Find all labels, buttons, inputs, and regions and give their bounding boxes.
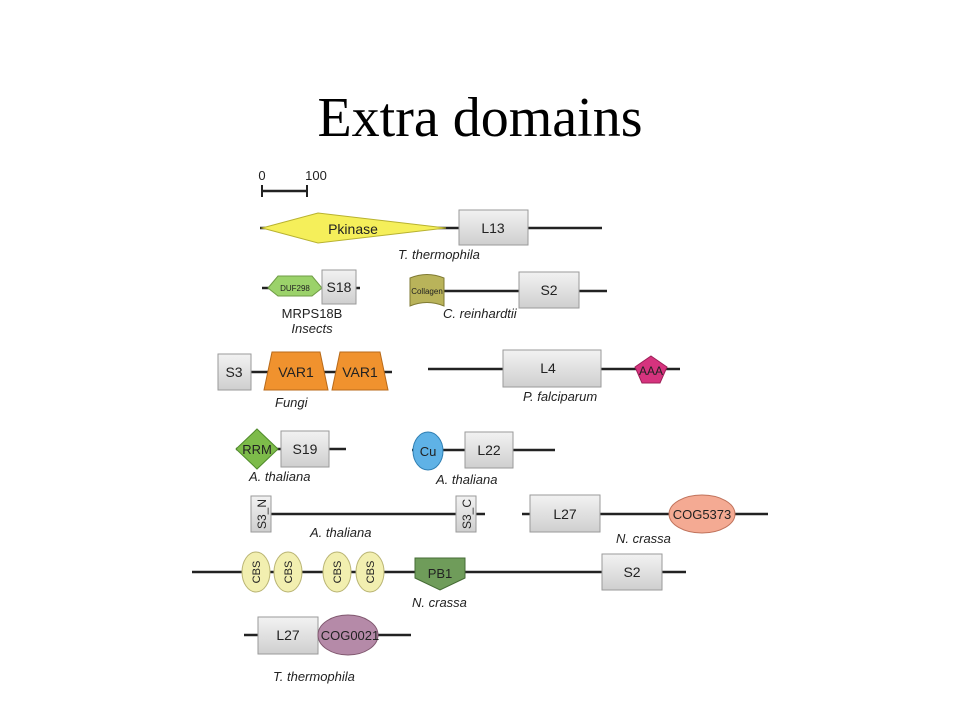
species-label: Insects bbox=[291, 321, 333, 336]
cbs-domain-4 bbox=[355, 551, 385, 593]
pb1-label: PB1 bbox=[428, 566, 453, 581]
cbs-label-3: CBS bbox=[332, 561, 344, 584]
cu-domain bbox=[412, 431, 444, 471]
s2-label: S2 bbox=[623, 564, 640, 580]
row5-a-thaliana-s3: S3_N S3_C A. thaliana bbox=[250, 495, 485, 540]
duf298-label: DUF298 bbox=[280, 284, 310, 293]
row2-c-reinhardtii-s2: Collagen S2 C. reinhardtii bbox=[409, 271, 607, 321]
s18-box bbox=[321, 269, 357, 305]
species-label: P. falciparum bbox=[523, 389, 597, 404]
row7-t-thermophila-l27: L27 COG0021 T. thermophila bbox=[244, 614, 411, 684]
s3c-label: S3_C bbox=[460, 499, 474, 529]
l13-label: L13 bbox=[481, 220, 505, 236]
s2-box bbox=[518, 271, 580, 309]
species-label: A. thaliana bbox=[248, 469, 310, 484]
s19-box bbox=[280, 430, 330, 468]
scale-end-label: 100 bbox=[305, 168, 327, 183]
cbs-domain-3 bbox=[322, 551, 352, 593]
aaa-label: AAA bbox=[639, 364, 663, 378]
row3-p-falciparum-l4: L4 AAA P. falciparum bbox=[428, 349, 680, 404]
l4-label: L4 bbox=[540, 360, 556, 376]
s3n-box bbox=[250, 495, 272, 533]
l22-box bbox=[464, 431, 514, 469]
l4-box bbox=[502, 349, 602, 388]
species-label: Fungi bbox=[275, 395, 309, 410]
cog5373-domain bbox=[668, 494, 736, 534]
l27-box bbox=[257, 616, 319, 655]
cbs-domain-2 bbox=[273, 551, 303, 593]
species-label: N. crassa bbox=[412, 595, 467, 610]
var1-label-1: VAR1 bbox=[278, 364, 314, 380]
s3c-box bbox=[455, 495, 477, 533]
slide-title: Extra domains bbox=[317, 87, 643, 149]
var1-label-2: VAR1 bbox=[342, 364, 378, 380]
cbs-label-1: CBS bbox=[251, 561, 263, 584]
cog0021-label: COG0021 bbox=[321, 628, 380, 643]
scale-bar: 0 100 bbox=[258, 168, 327, 197]
s2-label: S2 bbox=[540, 282, 557, 298]
species-label: T. thermophila bbox=[273, 669, 355, 684]
l27-label: L27 bbox=[553, 506, 577, 522]
s3n-label: S3_N bbox=[255, 499, 269, 529]
l13-box bbox=[458, 209, 529, 246]
l27-label: L27 bbox=[276, 627, 300, 643]
row6-n-crassa-s2: CBS CBS CBS CBS PB1 S2 N. crassa bbox=[192, 551, 686, 610]
cbs-label-2: CBS bbox=[283, 561, 295, 584]
collagen-domain bbox=[409, 274, 445, 307]
l27-box bbox=[529, 494, 601, 533]
pb1-domain bbox=[414, 557, 466, 591]
aaa-domain bbox=[634, 355, 668, 384]
s2-box bbox=[601, 553, 663, 591]
var1-domain-2 bbox=[331, 351, 389, 391]
row2-insects-s18: DUF298 S18 MRPS18B Insects bbox=[262, 269, 360, 336]
s3-label: S3 bbox=[225, 364, 242, 380]
row1-t-thermophila-l13: Pkinase L13 T. thermophila bbox=[260, 209, 602, 262]
scale-start-label: 0 bbox=[258, 168, 265, 183]
s3-box bbox=[217, 353, 252, 391]
row4-a-thaliana-s19: RRM S19 A. thaliana bbox=[235, 428, 346, 484]
cog0021-domain bbox=[317, 614, 379, 656]
var1-domain-1 bbox=[263, 351, 329, 391]
l22-label: L22 bbox=[477, 442, 501, 458]
species-label: T. thermophila bbox=[398, 247, 480, 262]
pkinase-label: Pkinase bbox=[328, 221, 378, 237]
s18-label: S18 bbox=[327, 279, 352, 295]
species-label: A. thaliana bbox=[435, 472, 497, 487]
protein-name-label: MRPS18B bbox=[282, 306, 343, 321]
cbs-domain-1 bbox=[241, 551, 271, 593]
rrm-label: RRM bbox=[242, 442, 272, 457]
species-label: A. thaliana bbox=[309, 525, 371, 540]
s19-label: S19 bbox=[293, 441, 318, 457]
species-label: N. crassa bbox=[616, 531, 671, 546]
cbs-label-4: CBS bbox=[365, 561, 377, 584]
row3-fungi-s3: S3 VAR1 VAR1 Fungi bbox=[217, 351, 392, 410]
rrm-domain bbox=[235, 428, 279, 470]
cu-label: Cu bbox=[420, 444, 437, 459]
collagen-label: Collagen bbox=[411, 287, 443, 296]
species-label: C. reinhardtii bbox=[443, 306, 518, 321]
cog5373-label: COG5373 bbox=[673, 507, 732, 522]
pkinase-domain bbox=[260, 212, 447, 244]
row4-a-thaliana-l22: Cu L22 A. thaliana bbox=[412, 431, 555, 487]
row5-n-crassa-l27: L27 COG5373 N. crassa bbox=[522, 494, 768, 546]
